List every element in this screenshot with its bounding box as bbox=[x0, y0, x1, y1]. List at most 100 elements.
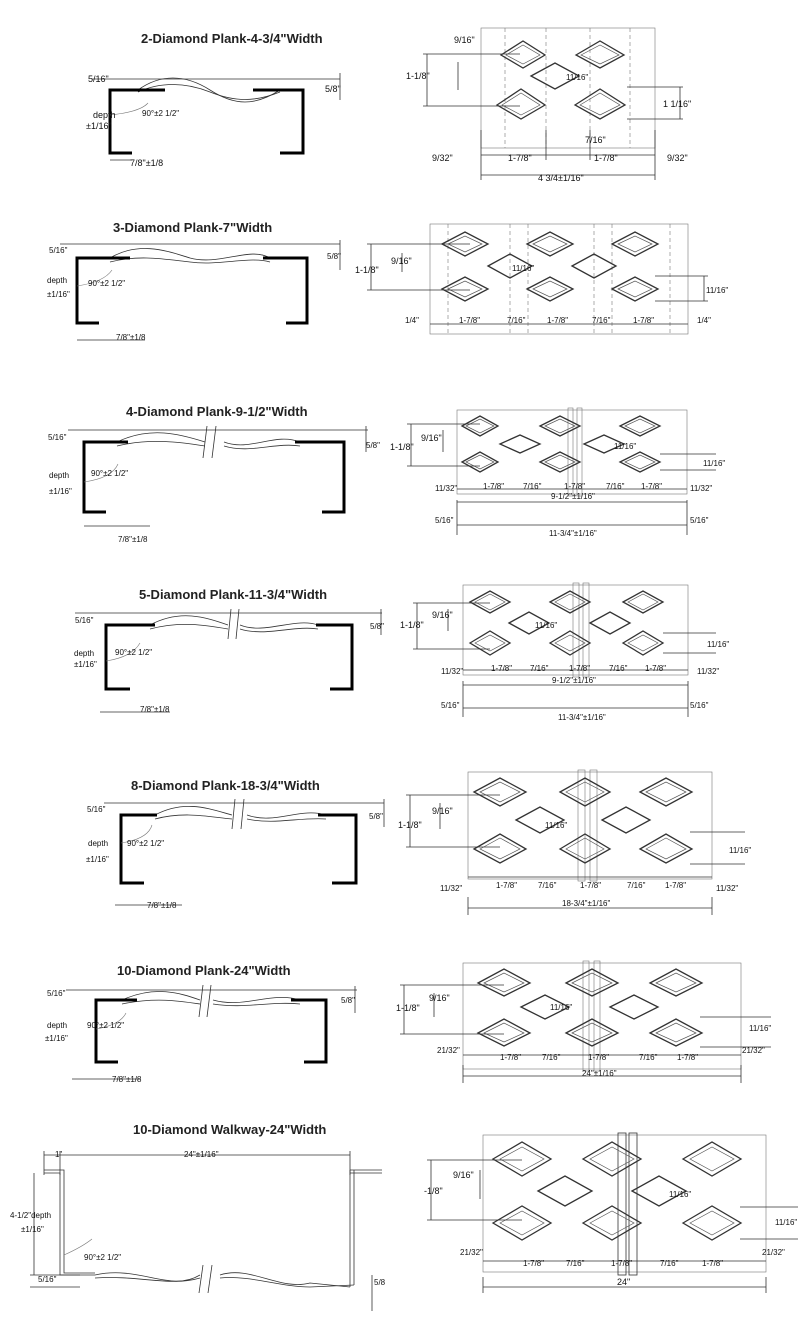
dim-foot: 7/8"±1/8 bbox=[147, 901, 177, 910]
profile-drawing: 5/16" 5/8" depth ±1/16" 90°±2 1/2" 7/8"±… bbox=[86, 798, 385, 910]
dim-spacing: 9/16" bbox=[432, 610, 453, 620]
dim-gap-2: 7/16" bbox=[627, 881, 646, 890]
dim-left: 21/32" bbox=[437, 1046, 460, 1055]
dim-depth: depth bbox=[74, 649, 94, 658]
plan-drawing: 9/16" 1-1/8" 11/16" 11/16" 1/4" 1-7/8" 7… bbox=[355, 223, 728, 335]
dim-left: 11/32" bbox=[435, 484, 457, 493]
plan-drawing: 9/16" -1/8" 11/16" 11/16" 21/32" 1-7/8" … bbox=[424, 1132, 798, 1293]
dim-outer-width: 11-3/4"±1/16" bbox=[549, 529, 597, 538]
section-title: 2-Diamond Plank-4-3/4"Width bbox=[141, 31, 323, 46]
dim-gap-1: 7/16" bbox=[566, 1259, 585, 1268]
dim-top-right: 5/8" bbox=[366, 441, 380, 450]
dim-depth: depth bbox=[88, 839, 108, 848]
dim-depth: depth bbox=[47, 1021, 67, 1030]
dim-pitch-1: 1-7/8" bbox=[483, 482, 504, 491]
dim-right: 9/32" bbox=[667, 153, 688, 163]
dim-spacing: 9/16" bbox=[421, 433, 442, 443]
plan-drawing: 9/16" 1-1/8" 11/16" 11/16" 11/32" 1-7/8"… bbox=[398, 769, 751, 915]
dim-gap-2: 7/16" bbox=[592, 316, 611, 325]
dim-right: 11/32" bbox=[697, 667, 719, 676]
dim-pitch-3: 1-7/8" bbox=[645, 664, 666, 673]
plan-drawing: 9/16" 1-1/8" 11/16" 11/16" 11/32" 1-7/8"… bbox=[400, 582, 729, 722]
dim-depth: 4-1/2"depth bbox=[10, 1211, 51, 1220]
dim-top-right: 5/8" bbox=[327, 252, 341, 261]
dim-height: 1-1/8" bbox=[390, 442, 414, 452]
dim-depth-tol: ±1/16" bbox=[49, 487, 72, 496]
dim-pitch-2: 1-7/8" bbox=[547, 316, 568, 325]
dim-depth-tol: ±1/16" bbox=[86, 855, 109, 864]
dim-right: 11/32" bbox=[690, 484, 712, 493]
dim-spacing: 9/16" bbox=[391, 256, 412, 266]
section-4-diamond-plank: 4-Diamond Plank-9-1/2"Width 5/16" 5/8" d… bbox=[0, 390, 800, 565]
dim-outer-left: 5/16" bbox=[435, 516, 454, 525]
dim-flange: 1" bbox=[55, 1150, 62, 1159]
dim-angle: 90°±2 1/2" bbox=[88, 279, 125, 288]
profile-drawing: 5/16" 5/8" depth ±1/16" 90°±2 1/2" 7/8"±… bbox=[48, 425, 380, 544]
profile-drawing: 1" 24"±1/16" 4-1/2"depth ±1/16" 90°±2 1/… bbox=[10, 1150, 386, 1311]
dim-gap-2: 7/16" bbox=[639, 1053, 658, 1062]
dim-pitch-3: 1-7/8" bbox=[641, 482, 662, 491]
dim-angle: 90°±2 1/2" bbox=[127, 839, 164, 848]
dim-side: 11/16" bbox=[775, 1218, 797, 1227]
dim-gap-1: 7/16" bbox=[538, 881, 557, 890]
dim-side: 11/16" bbox=[706, 286, 728, 295]
dim-depth-tol: ±1/16" bbox=[21, 1225, 44, 1234]
dim-left: 9/32" bbox=[432, 153, 453, 163]
dim-gap-2: 7/16" bbox=[660, 1259, 679, 1268]
section-title: 8-Diamond Plank-18-3/4"Width bbox=[131, 778, 320, 793]
dim-height: 1-1/8" bbox=[406, 71, 430, 81]
dim-foot: 7/8"±1/8 bbox=[112, 1075, 142, 1084]
section-10-diamond-walkway: 10-Diamond Walkway-24"Width 1" 24"±1/16"… bbox=[0, 1115, 800, 1324]
section-5-diamond-plank: 5-Diamond Plank-11-3/4"Width 5/16" 5/8" … bbox=[0, 565, 800, 745]
dim-pitch-2: 1-7/8" bbox=[564, 482, 585, 491]
profile-drawing: 5/16" 5/8" depth ±1/16" 90°±2 1/2" 7/8"±… bbox=[45, 984, 357, 1084]
dim-depth-tol: ±1/16" bbox=[45, 1034, 68, 1043]
dim-total: 24" bbox=[617, 1277, 630, 1287]
dim-center: 11/16" bbox=[512, 264, 534, 273]
dim-total: 18-3/4"±1/16" bbox=[562, 899, 610, 908]
dim-pitch-2: 1-7/8" bbox=[588, 1053, 609, 1062]
dim-center: 11/16" bbox=[535, 621, 557, 630]
dim-top-left: 5/16" bbox=[87, 805, 106, 814]
dim-top-right: 5/8" bbox=[370, 622, 384, 631]
section-title: 5-Diamond Plank-11-3/4"Width bbox=[139, 587, 328, 602]
dim-pitch-1: 1-7/8" bbox=[500, 1053, 521, 1062]
dim-pitch-b: 1-7/8" bbox=[594, 153, 618, 163]
dim-side: 11/16" bbox=[729, 846, 751, 855]
dim-left: 11/32" bbox=[441, 667, 463, 676]
dim-outer-right: 5/16" bbox=[690, 516, 709, 525]
section-2-diamond-plank: 2-Diamond Plank-4-3/4"Width 5/16" 5/8" d… bbox=[0, 0, 800, 200]
dim-height: -1/8" bbox=[424, 1186, 443, 1196]
dim-angle: 90°±2 1/2" bbox=[91, 469, 128, 478]
dim-angle: 90°±2 1/2" bbox=[115, 648, 152, 657]
dim-top-left: 5/16" bbox=[48, 433, 67, 442]
dim-center: 11/16" bbox=[550, 1003, 572, 1012]
dim-spacing: 9/16" bbox=[453, 1170, 474, 1180]
dim-foot: 7/8"±1/8 bbox=[130, 158, 163, 168]
dim-total: 4 3/4±1/16" bbox=[538, 173, 584, 183]
dim-depth-tol: ±1/16" bbox=[47, 290, 70, 299]
dim-total: 24"±1/16" bbox=[582, 1069, 617, 1078]
dim-pitch-3: 1-7/8" bbox=[665, 881, 686, 890]
plan-drawing: 9/16" 1-1/8" 11/16" 11/16" 21/32" 1-7/8"… bbox=[396, 960, 771, 1083]
dim-depth: depth bbox=[93, 110, 116, 120]
plan-drawing: 9/16" 1-1/8" 11/16" 1 1/16" 7/16" 9/32" … bbox=[406, 27, 691, 183]
section-10-diamond-plank: 10-Diamond Plank-24"Width 5/16" 5/8" dep… bbox=[0, 945, 800, 1115]
dim-pitch-2: 1-7/8" bbox=[611, 1259, 632, 1268]
dim-width: 24"±1/16" bbox=[184, 1150, 219, 1159]
dim-depth: depth bbox=[47, 276, 67, 285]
dim-bottom-right: 5/8 bbox=[374, 1278, 386, 1287]
profile-drawing: 5/16" 5/8" depth ±1/16" 90°±2 1/2" 7/8"±… bbox=[47, 240, 341, 342]
dim-height: 1-1/8" bbox=[396, 1003, 420, 1013]
dim-side: 11/16" bbox=[703, 459, 725, 468]
profile-drawing: 5/16" 5/8" depth ±1/16" 90°±2 1/2" 7/8"±… bbox=[74, 608, 384, 714]
dim-outer-right: 5/16" bbox=[690, 701, 709, 710]
section-title: 10-Diamond Walkway-24"Width bbox=[133, 1122, 327, 1137]
dim-left: 21/32" bbox=[460, 1248, 483, 1257]
dim-spacing: 9/16" bbox=[429, 993, 450, 1003]
dim-depth-tol: ±1/16" bbox=[86, 121, 112, 131]
dim-height: 1-1/8" bbox=[355, 265, 379, 275]
dim-pitch-2: 1-7/8" bbox=[580, 881, 601, 890]
dim-center: 11/16" bbox=[545, 821, 567, 830]
section-title: 10-Diamond Plank-24"Width bbox=[117, 963, 291, 978]
